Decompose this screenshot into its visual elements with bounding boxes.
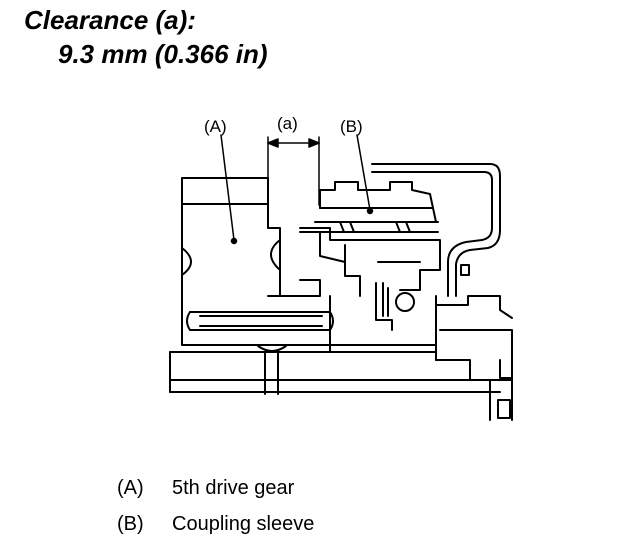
label-b: (B) — [340, 117, 363, 136]
shift-fork — [371, 163, 501, 297]
synchro-hub — [344, 239, 441, 331]
coupling-sleeve — [299, 181, 439, 241]
clearance-dimension — [267, 136, 320, 206]
legend-key-b: (B) — [117, 513, 144, 535]
legend-item-b: (B) Coupling sleeve — [117, 512, 314, 536]
legend-text-a: 5th drive gear — [172, 477, 295, 499]
clearance-value: 9.3 mm (0.366 in) — [58, 39, 268, 69]
drive-gear-body — [181, 177, 346, 297]
clearance-title: Clearance (a): — [24, 5, 196, 35]
legend-text-b: Coupling sleeve — [172, 513, 315, 535]
label-clearance: (a) — [277, 114, 298, 133]
legend-item-a: (A) 5th drive gear — [117, 476, 294, 500]
legend-key-a: (A) — [117, 477, 144, 499]
leader-lines — [220, 134, 374, 245]
label-a: (A) — [204, 117, 227, 136]
shaft-housing — [169, 294, 513, 421]
